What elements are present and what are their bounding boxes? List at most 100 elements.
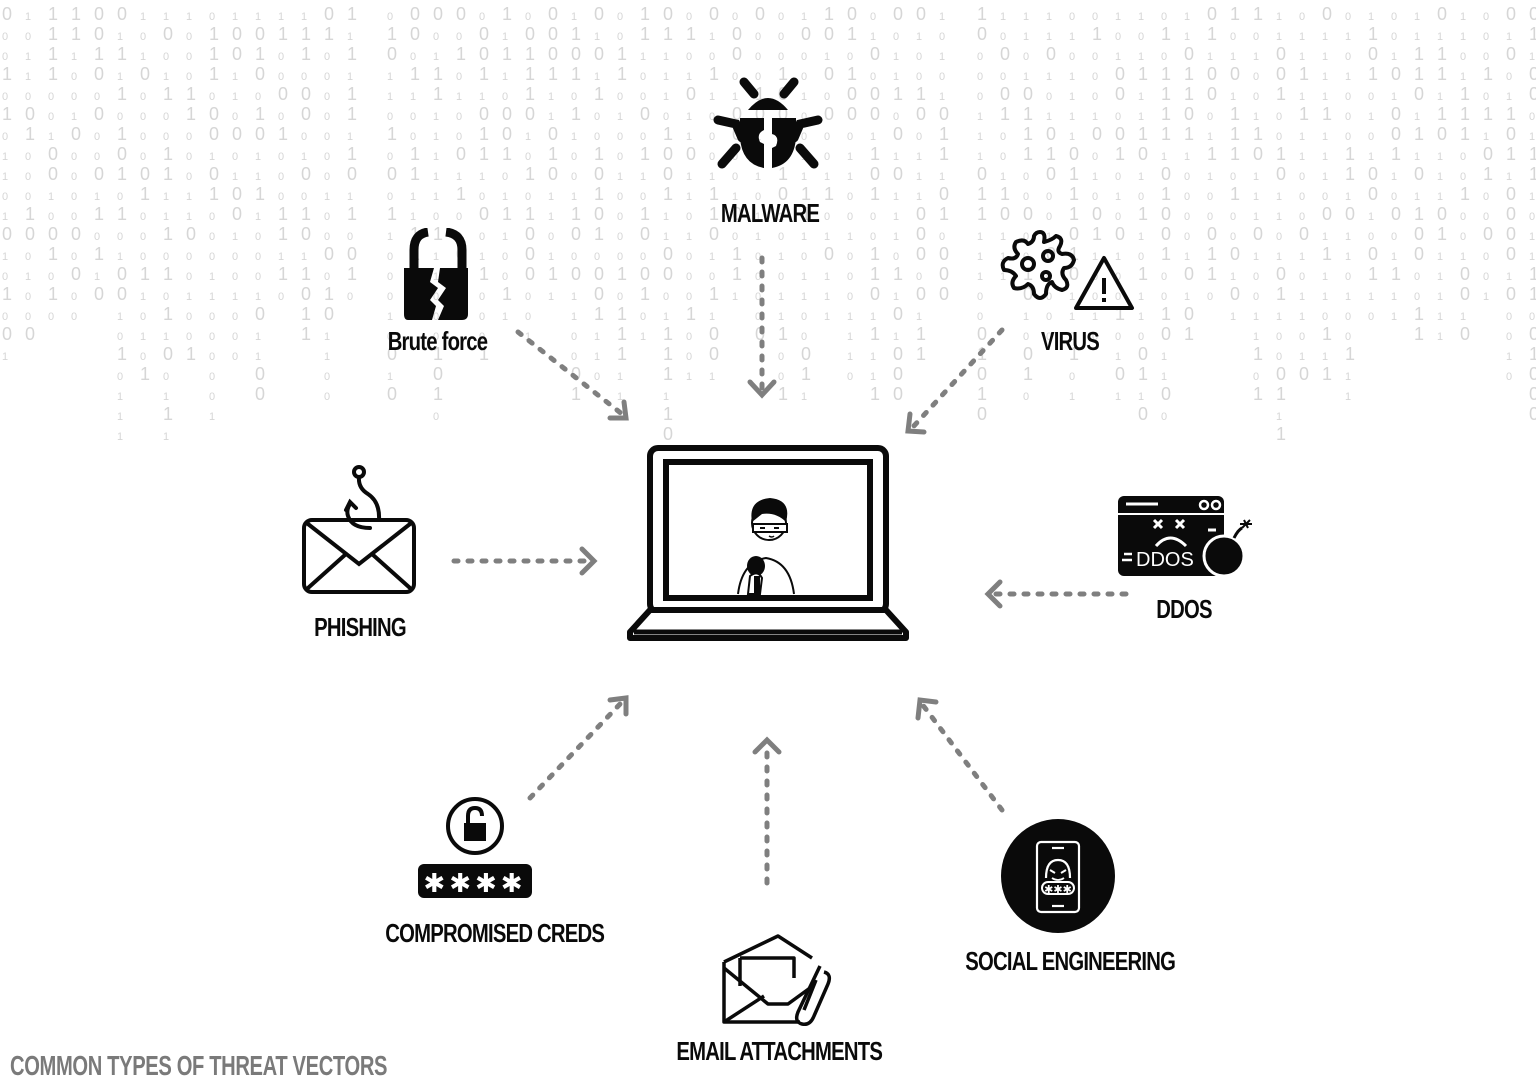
svg-text:0: 0 (1391, 124, 1401, 144)
svg-text:1: 1 (1437, 331, 1443, 343)
svg-text:0: 0 (617, 151, 623, 163)
svg-text:0: 0 (1092, 124, 1102, 144)
svg-text:1: 1 (686, 171, 692, 183)
svg-text:1: 1 (1253, 311, 1259, 323)
svg-text:0: 0 (186, 151, 192, 163)
svg-text:1: 1 (1322, 91, 1328, 103)
svg-text:1: 1 (1368, 291, 1374, 303)
svg-text:1: 1 (525, 131, 531, 143)
svg-text:0: 0 (71, 311, 77, 323)
svg-text:1: 1 (1322, 291, 1328, 303)
svg-text:0: 0 (94, 231, 100, 243)
svg-text:1: 1 (663, 211, 669, 223)
svg-text:0: 0 (1276, 331, 1282, 343)
svg-text:1: 1 (1414, 111, 1420, 123)
svg-text:0: 0 (640, 311, 646, 323)
svg-text:1: 1 (1161, 184, 1171, 204)
svg-text:0: 0 (1345, 111, 1351, 123)
svg-text:0: 0 (525, 24, 535, 44)
svg-text:0: 0 (525, 104, 535, 124)
svg-text:0: 0 (324, 171, 330, 183)
svg-text:1: 1 (71, 51, 77, 63)
svg-text:1: 1 (686, 24, 696, 44)
svg-text:0: 0 (410, 131, 416, 143)
svg-text:1: 1 (1414, 191, 1420, 203)
svg-text:1: 1 (502, 71, 508, 83)
svg-text:1: 1 (1138, 204, 1148, 224)
svg-text:1: 1 (870, 324, 880, 344)
svg-text:1: 1 (2, 171, 8, 183)
svg-text:0: 0 (1092, 151, 1098, 163)
svg-text:0: 0 (1345, 331, 1351, 343)
svg-text:1: 1 (94, 271, 100, 283)
svg-text:0: 0 (25, 311, 31, 323)
svg-text:0: 0 (977, 324, 987, 344)
svg-text:0: 0 (1000, 31, 1006, 43)
svg-text:1: 1 (1322, 244, 1332, 264)
label-malware: MALWARE (720, 198, 820, 228)
svg-text:1: 1 (870, 384, 880, 404)
svg-text:0: 0 (732, 11, 738, 23)
svg-text:1: 1 (1322, 231, 1328, 243)
svg-text:0: 0 (278, 71, 284, 83)
svg-text:1: 1 (893, 211, 899, 223)
svg-text:0: 0 (1414, 224, 1424, 244)
svg-text:0: 0 (301, 164, 311, 184)
svg-text:1: 1 (1184, 64, 1194, 84)
svg-text:0: 0 (686, 351, 692, 363)
svg-text:1: 1 (1161, 64, 1171, 84)
svg-text:0: 0 (870, 231, 876, 243)
svg-text:1: 1 (847, 171, 853, 183)
svg-text:1: 1 (347, 31, 353, 43)
svg-text:0: 0 (870, 44, 880, 64)
svg-text:0: 0 (255, 24, 265, 44)
svg-text:0: 0 (1046, 191, 1052, 203)
svg-text:1: 1 (1460, 104, 1470, 124)
svg-text:1: 1 (1345, 144, 1355, 164)
svg-text:1: 1 (209, 44, 219, 64)
svg-text:0: 0 (324, 131, 330, 143)
svg-text:1: 1 (916, 84, 926, 104)
svg-text:1: 1 (1207, 244, 1217, 264)
svg-text:0: 0 (1230, 284, 1240, 304)
svg-text:1: 1 (2, 104, 12, 124)
svg-text:0: 0 (1115, 64, 1125, 84)
svg-text:1: 1 (1414, 44, 1424, 64)
svg-text:1: 1 (94, 191, 100, 203)
svg-text:0: 0 (1368, 184, 1378, 204)
svg-text:1: 1 (1437, 271, 1443, 283)
svg-text:1: 1 (1230, 144, 1240, 164)
svg-text:1: 1 (1437, 291, 1443, 303)
svg-text:0: 0 (163, 251, 169, 263)
svg-text:1: 1 (255, 104, 265, 124)
svg-text:1: 1 (1391, 144, 1401, 164)
svg-text:0: 0 (617, 191, 623, 203)
svg-text:1: 1 (977, 271, 983, 283)
svg-text:1: 1 (1184, 84, 1194, 104)
svg-text:1: 1 (778, 384, 788, 404)
svg-text:1: 1 (1529, 164, 1536, 184)
svg-text:0: 0 (1391, 104, 1401, 124)
svg-text:0: 0 (140, 211, 146, 223)
svg-text:0: 0 (1529, 211, 1535, 223)
svg-text:0: 0 (479, 11, 485, 23)
svg-text:1: 1 (48, 191, 54, 203)
svg-text:0: 0 (663, 264, 673, 284)
svg-text:1: 1 (48, 284, 58, 304)
svg-text:1: 1 (1276, 84, 1286, 104)
svg-text:0: 0 (232, 44, 242, 64)
svg-text:0: 0 (324, 151, 330, 163)
svg-text:0: 0 (502, 171, 508, 183)
svg-text:1: 1 (1483, 104, 1493, 124)
svg-text:1: 1 (640, 171, 646, 183)
svg-text:0: 0 (847, 4, 857, 24)
svg-text:1: 1 (1529, 24, 1536, 44)
svg-text:1: 1 (617, 64, 627, 84)
svg-text:1: 1 (548, 91, 554, 103)
svg-text:1: 1 (824, 311, 830, 323)
svg-text:0: 0 (502, 124, 512, 144)
svg-text:0: 0 (824, 211, 830, 223)
svg-text:1: 1 (977, 344, 987, 364)
svg-text:0: 0 (640, 264, 650, 284)
svg-text:0: 0 (732, 231, 738, 243)
